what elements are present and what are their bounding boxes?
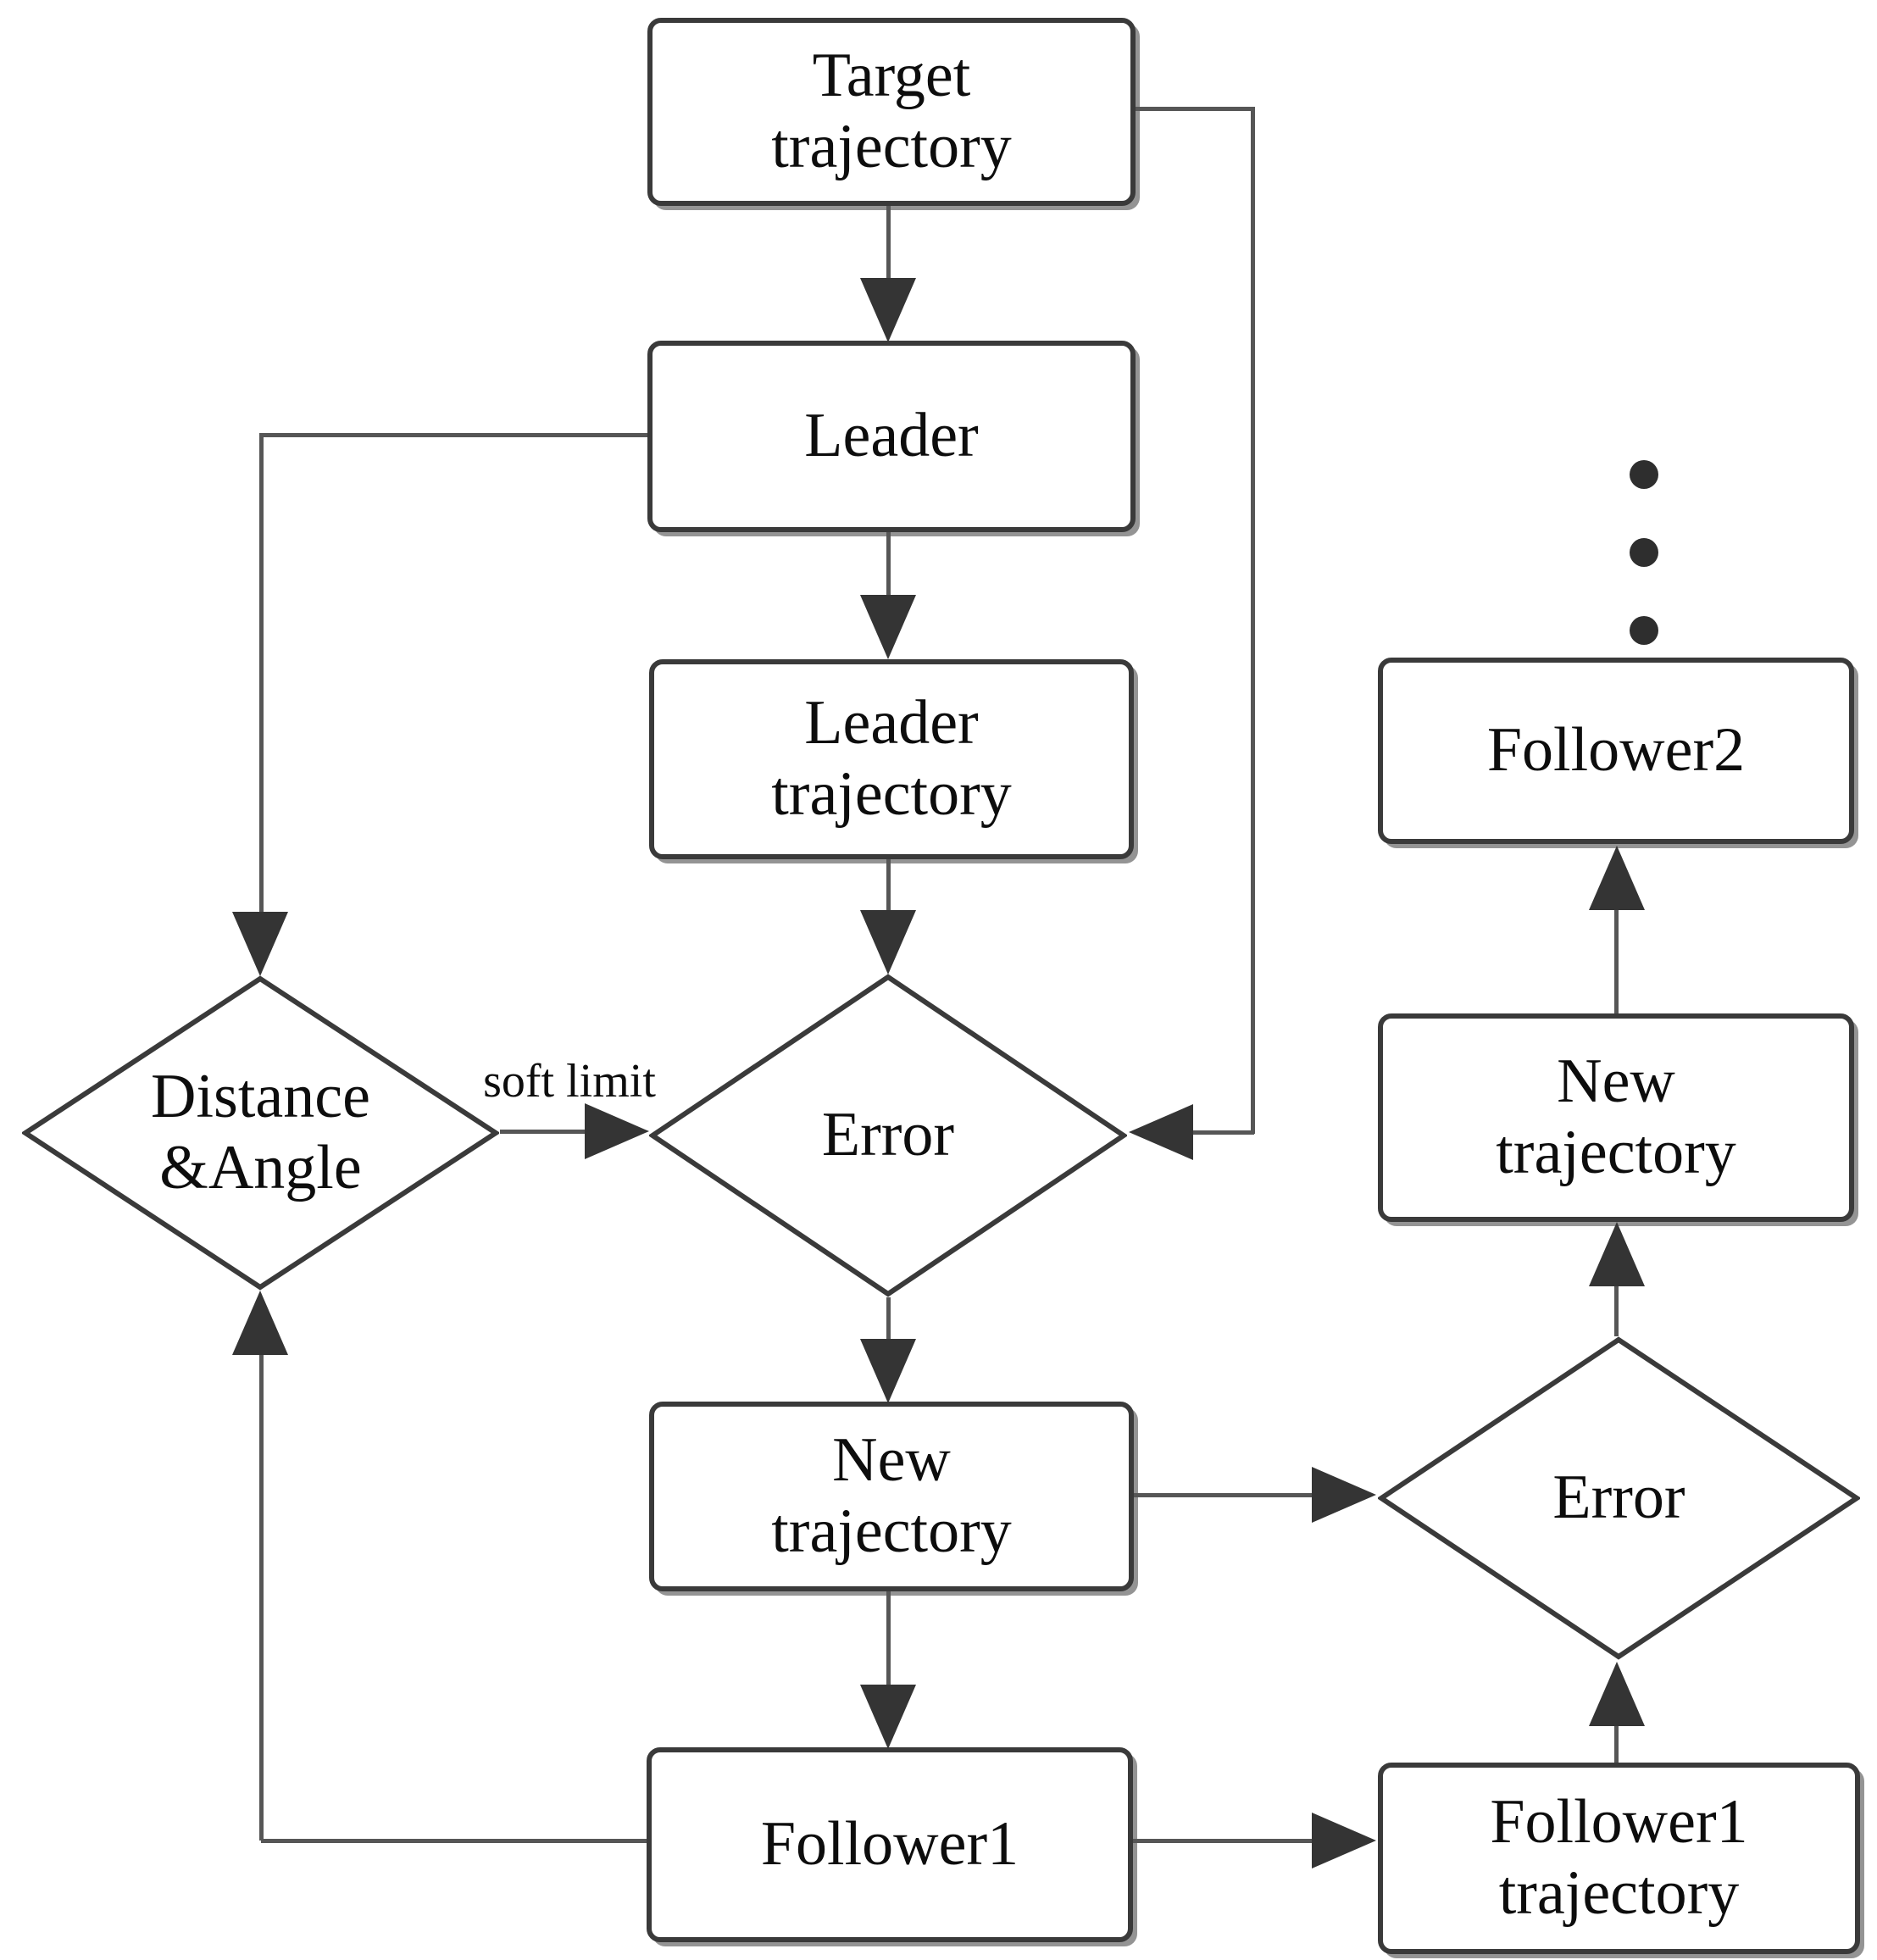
node-error-right: Error (1378, 1336, 1860, 1660)
arrowhead-up-icon (232, 1291, 288, 1355)
node-target-trajectory: Target trajectory (647, 18, 1136, 206)
node-label-follower2: Follower2 (1486, 715, 1746, 786)
edge-target-to-leader (886, 206, 891, 281)
vertical-ellipsis-icon (1630, 460, 1658, 489)
node-label-target-trajectory: Target trajectory (771, 41, 1012, 181)
node-label-new-trajectory-mid: New trajectory (771, 1425, 1012, 1566)
node-follower1: Follower1 (647, 1747, 1133, 1942)
arrowhead-up-icon (1589, 846, 1645, 910)
edge-feedback-top (1136, 107, 1254, 111)
edge-follower1-to-distance-v (259, 1353, 264, 1841)
node-error-mid: Error (649, 974, 1127, 1297)
node-label-follower1: Follower1 (760, 1809, 1019, 1879)
arrowhead-left-icon (1129, 1104, 1193, 1160)
edge-feedback-into-error (1190, 1130, 1254, 1135)
arrowhead-down-icon (860, 595, 916, 659)
edge-leadertraj-to-error (886, 859, 891, 913)
edge-newtraj-to-follower1 (886, 1591, 891, 1688)
arrowhead-down-icon (860, 910, 916, 974)
edge-label-soft-limit: soft limit (483, 1055, 656, 1108)
edge-error-to-newtraj (886, 1297, 891, 1342)
node-leader-trajectory: Leader trajectory (649, 659, 1134, 859)
edge-f1traj-to-errorright (1614, 1724, 1619, 1763)
arrowhead-right-icon (585, 1103, 649, 1159)
arrowhead-down-icon (860, 278, 916, 342)
node-label-leader: Leader (804, 401, 979, 471)
edge-follower1-to-distance-h (261, 1839, 647, 1843)
vertical-ellipsis-icon (1630, 616, 1658, 645)
node-label-distance-angle: Distance &Angle (151, 1062, 370, 1202)
arrowhead-up-icon (1589, 1662, 1645, 1726)
edge-softlimit (500, 1130, 593, 1134)
edge-feedback-vertical (1251, 107, 1255, 1134)
node-distance-angle: Distance &Angle (22, 975, 499, 1291)
arrowhead-right-icon (1312, 1467, 1376, 1523)
node-label-follower1-trajectory: Follower1 trajectory (1490, 1787, 1748, 1928)
node-label-leader-trajectory: Leader trajectory (771, 688, 1012, 829)
edge-errorright-to-newtrajright (1614, 1285, 1619, 1336)
node-label-error-right: Error (1552, 1463, 1685, 1533)
node-label-new-trajectory-right: New trajectory (1496, 1047, 1736, 1187)
node-leader: Leader (647, 341, 1136, 532)
diamond-shape (1378, 1336, 1860, 1660)
vertical-ellipsis-icon (1630, 538, 1658, 567)
node-label-error-mid: Error (821, 1100, 955, 1170)
edge-leader-to-distance-h (261, 433, 647, 437)
arrowhead-down-icon (232, 912, 288, 976)
edge-newtraj-to-errorright (1134, 1493, 1317, 1497)
edge-leader-to-distance-v (259, 433, 264, 913)
arrowhead-down-icon (860, 1685, 916, 1749)
edge-follower1-to-f1traj (1133, 1839, 1317, 1843)
edge-newtrajright-to-follower2 (1614, 908, 1619, 1013)
diamond-shape (22, 975, 499, 1291)
node-new-trajectory-right: New trajectory (1378, 1013, 1854, 1222)
diamond-shape (649, 974, 1127, 1297)
arrowhead-down-icon (860, 1339, 916, 1403)
node-follower1-trajectory: Follower1 trajectory (1378, 1763, 1860, 1954)
arrowhead-up-icon (1589, 1222, 1645, 1286)
edge-leader-to-leadertraj (886, 532, 891, 598)
arrowhead-right-icon (1312, 1813, 1376, 1868)
node-new-trajectory-mid: New trajectory (649, 1402, 1134, 1591)
node-follower2: Follower2 (1378, 658, 1854, 844)
